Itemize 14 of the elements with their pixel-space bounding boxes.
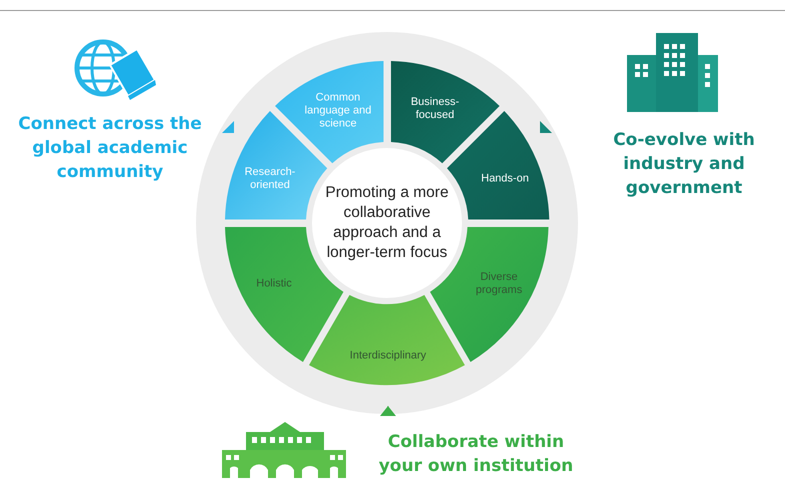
ring-segment — [390, 61, 500, 164]
segment-label: Research-oriented — [244, 166, 296, 192]
segment-label: Hands-on — [480, 172, 530, 186]
ring-segment — [309, 294, 465, 385]
arrow — [380, 406, 396, 416]
heading-text: Collaborate within your own institution — [368, 430, 584, 478]
segment-label: Common language and science — [304, 91, 372, 130]
segment-label: Interdisciplinary — [348, 349, 428, 362]
segment-label: Business-focused — [410, 96, 460, 122]
heading-text: Co-evolve with industry and government — [588, 128, 780, 200]
segment-label: Holistic — [255, 278, 293, 290]
ring-segment — [274, 61, 384, 164]
heading-text: Connect across the global academic community — [4, 112, 216, 184]
segment-label: Diverse programs — [474, 271, 524, 297]
